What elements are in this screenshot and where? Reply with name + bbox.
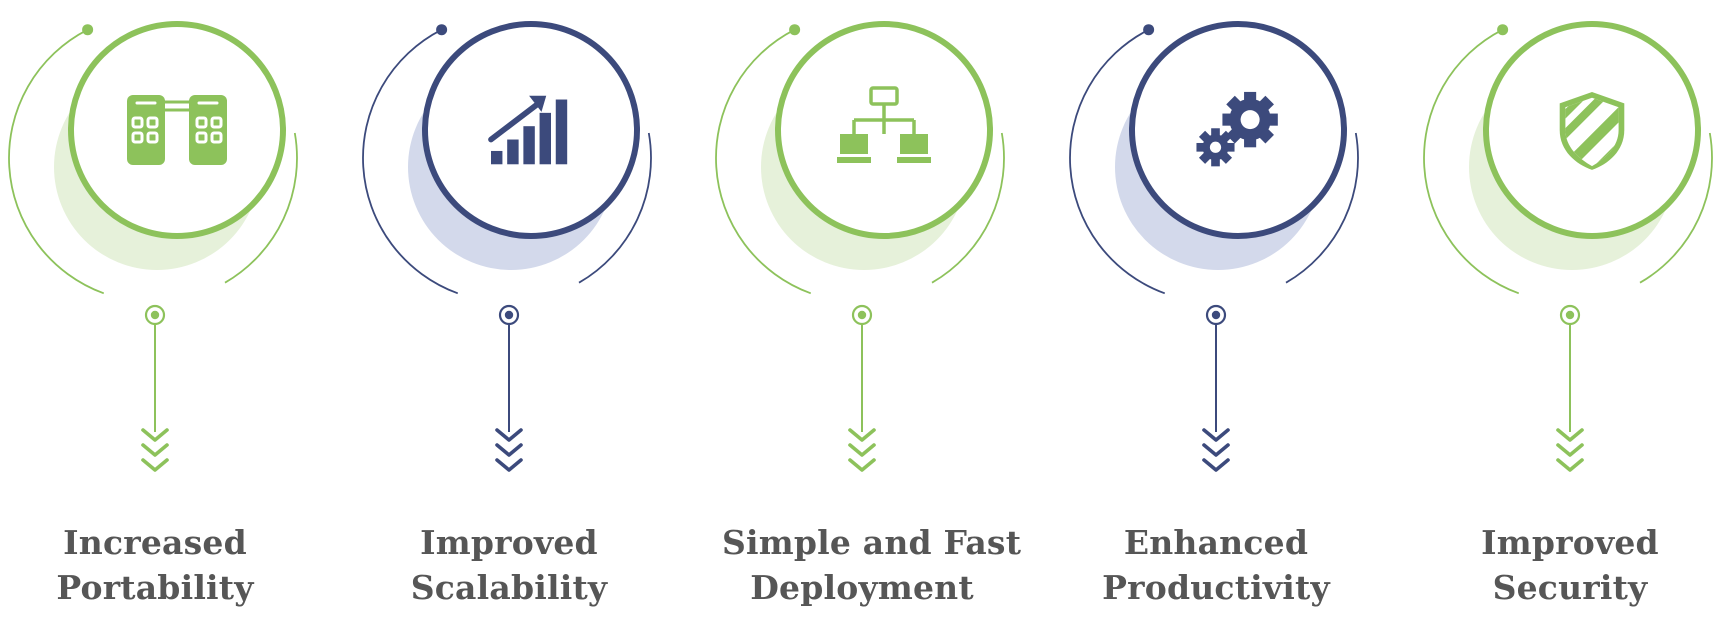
benefit-label-line1: Simple and Fast [722, 523, 1022, 562]
benefit-label-line1: Enhanced [1123, 523, 1309, 562]
outer-arc-right [931, 132, 1005, 284]
outer-arc-right [1639, 132, 1713, 284]
benefit-item [8, 21, 298, 472]
benefit-item [1423, 21, 1713, 472]
benefit-label-line2: Security [1492, 568, 1648, 607]
benefit-label-line1: Improved [1481, 523, 1659, 562]
connector-node-core [150, 310, 160, 320]
arc-end-dot [82, 24, 94, 36]
benefit-label-scalability: Improved Scalability [369, 520, 649, 610]
outer-arc-left [1069, 28, 1166, 295]
benefit-label-line2: Productivity [1102, 568, 1330, 607]
benefit-label-line1: Increased [63, 523, 247, 562]
connector-node-core [857, 310, 867, 320]
benefit-item [362, 21, 652, 472]
benefit-label-security: Improved Security [1430, 520, 1710, 610]
benefit-label-line2: Deployment [750, 568, 974, 607]
outer-arc-right [1285, 132, 1359, 284]
outer-arc-left [715, 28, 812, 295]
benefit-label-line2: Scalability [410, 568, 608, 607]
arc-end-dot [1143, 24, 1155, 36]
benefit-label-deployment: Simple and Fast Deployment [722, 520, 1022, 610]
benefit-label-productivity: Enhanced Productivity [1076, 520, 1356, 610]
benefit-label-line2: Portability [56, 568, 254, 607]
arc-end-dot [1497, 24, 1509, 36]
benefit-label-line1: Improved [420, 523, 598, 562]
outer-arc-right [224, 132, 298, 284]
arc-end-dot [789, 24, 801, 36]
benefit-label-portability: Increased Portability [15, 520, 295, 610]
benefit-item [1069, 21, 1359, 472]
arc-end-dot [436, 24, 448, 36]
outer-arc-right [578, 132, 652, 284]
connector-node-core [1211, 310, 1221, 320]
main-ring [68, 21, 286, 239]
outer-arc-left [1423, 28, 1520, 295]
outer-arc-left [8, 28, 105, 295]
connector-node-core [1565, 310, 1575, 320]
connector-node-core [504, 310, 514, 320]
outer-arc-left [362, 28, 459, 295]
benefit-item [715, 21, 1005, 472]
